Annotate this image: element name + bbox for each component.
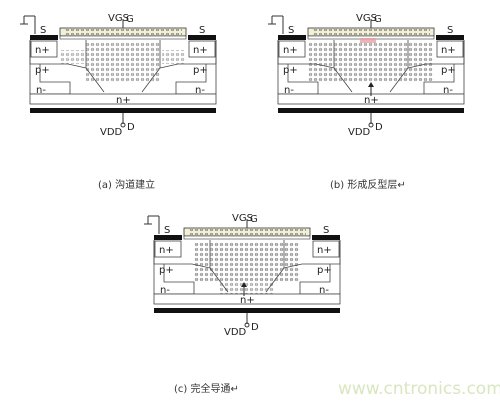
label-p-plus-right: p+ [317,265,332,276]
label-source-right: S [199,25,205,36]
label-gate: G [374,14,382,25]
label-vdd: VDD [224,327,247,338]
label-n-minus-left: n- [36,85,46,96]
label-p-plus-right: p+ [193,65,208,76]
label-n-plus-right: n+ [193,45,208,56]
label-vgs: VGS [108,13,129,24]
label-n-plus-left: n+ [283,45,298,56]
label-vdd: VDD [348,127,371,138]
label-vdd: VDD [100,127,123,138]
label-source-right: S [447,25,453,36]
label-drain: D [375,122,383,133]
label-n-plus-left: n+ [35,45,50,56]
label-n-minus-right: n- [443,85,453,96]
label-n-minus-right: n- [195,85,205,96]
label-vgs: VGS [232,213,253,224]
label-vgs: VGS [356,13,377,24]
watermark: www.cntronics.com [338,379,500,399]
panel-b-inversion-layer: VGS G S S n+ n+ p+ p+ n- n- n+ VDD D (b)… [267,13,465,191]
label-gate: G [126,14,134,25]
label-p-plus-right: p+ [441,65,456,76]
label-p-plus-left: p+ [283,65,298,76]
panel-a-channel-established: VGS G S S n+ n+ p+ p+ n- n- n+ VDD D (a)… [19,13,217,191]
label-source-left: S [164,225,170,236]
label-p-plus-left: p+ [35,65,50,76]
label-source-left: S [40,25,46,36]
label-p-plus-left: p+ [159,265,174,276]
caption-c: (c) 完全导通↵ [174,382,239,395]
label-n-plus-left: n+ [159,245,174,256]
label-gate: G [250,214,258,225]
caption-b: (b) 形成反型层↵ [330,178,406,191]
label-n-minus-left: n- [160,285,170,296]
label-drain: D [251,322,259,333]
label-n-plus-bottom: n+ [364,95,379,106]
label-n-plus-bottom: n+ [116,95,131,106]
label-n-minus-right: n- [319,285,329,296]
label-n-plus-right: n+ [441,45,456,56]
label-n-plus-bottom: n+ [240,295,255,306]
label-source-left: S [288,25,294,36]
label-drain: D [127,122,135,133]
label-n-plus-right: n+ [317,245,332,256]
caption-a: (a) 沟道建立 [98,178,155,191]
label-n-minus-left: n- [284,85,294,96]
panel-c-fully-conducting: VGS G S S n+ n+ p+ p+ n- n- n+ VDD D (c)… [143,213,341,395]
label-source-right: S [323,225,329,236]
